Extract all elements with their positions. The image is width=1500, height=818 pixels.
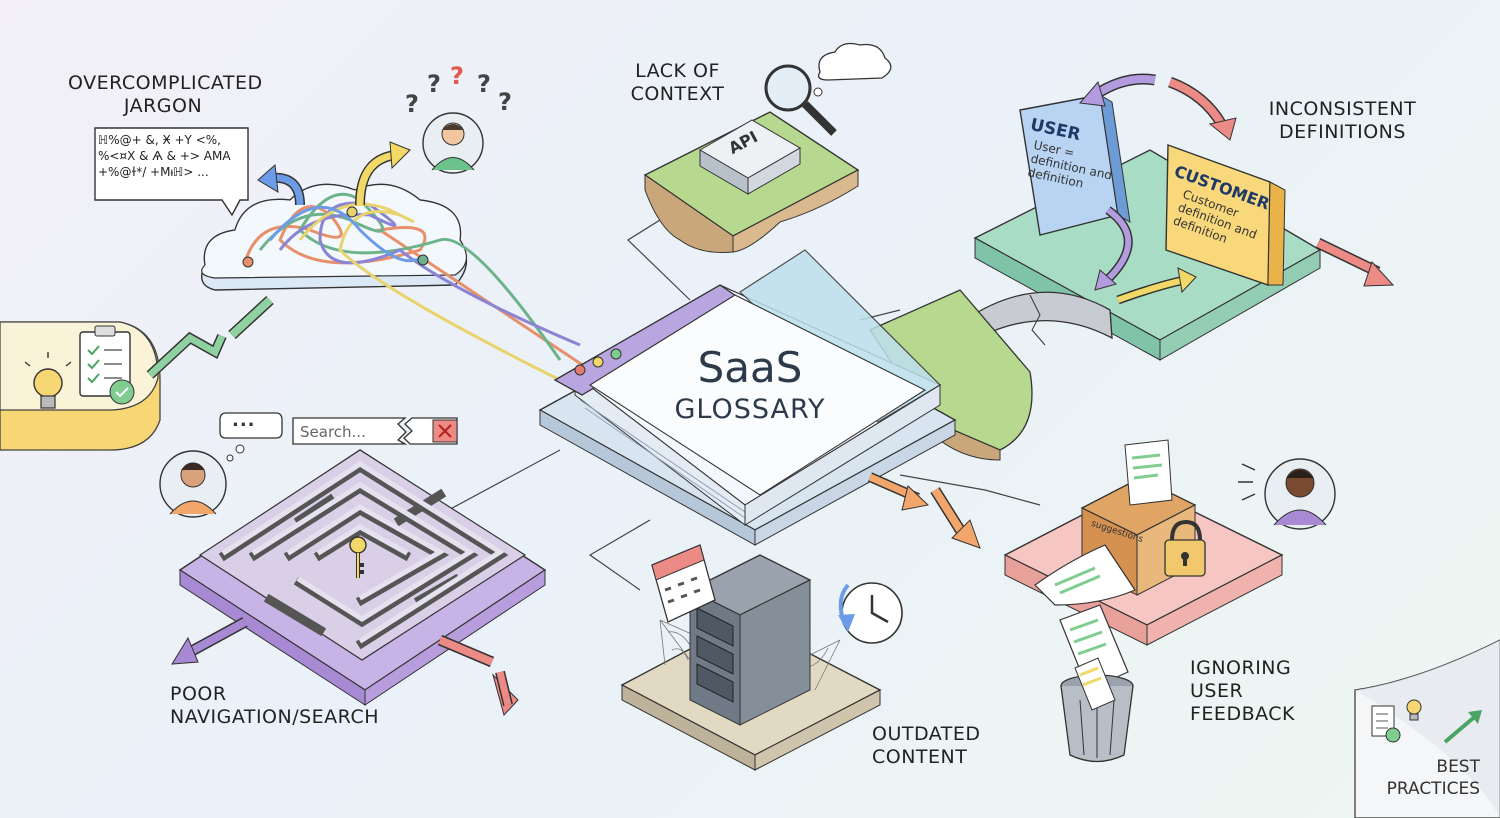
label-navigation-line: NAVIGATION/SEARCH [170,706,379,728]
svg-text:?: ? [427,70,441,98]
label-navigation: POOR NAVIGATION/SEARCH [170,683,379,729]
confused-avatar [422,112,484,174]
mini-lightbulb-icon [1406,699,1422,721]
jargon-line: ℍ%@+ &, Ӿ +Y <%, [98,133,221,147]
label-feedback-line: FEEDBACK [1190,703,1295,725]
padlock-icon [1164,519,1206,577]
jargon-speech-bubble [94,127,249,217]
jargon-line: %<¤X & Ѧ & +> AMA [98,149,231,163]
magnifier-icon [764,64,837,136]
maze-walls [218,461,509,650]
frustrated-avatar [159,450,227,518]
thought-cloud-icon [813,42,892,97]
label-feedback-line: USER [1190,680,1244,702]
calendar-icon [651,544,716,623]
cycle-arrows [1079,73,1395,305]
svg-text:?: ? [405,90,419,118]
growth-arrow-icon [1443,712,1480,744]
label-best-line: BEST [1436,757,1480,777]
label-outdated-line: CONTENT [872,746,968,768]
lightbulb-icon [24,352,72,409]
label-inconsistent-line: DEFINITIONS [1279,121,1406,143]
label-jargon-line: JARGON [123,95,203,117]
feedback-papers [1034,544,1136,691]
label-outdated: OUTDATED CONTENT [872,723,981,769]
label-inconsistent-line: INCONSISTENT [1268,98,1417,120]
key-icon [349,536,367,578]
label-navigation-line: POOR [170,683,227,705]
svg-text:?: ? [477,70,491,98]
label-best-practices: BEST PRACTICES [1372,756,1480,800]
maze-walls-top [221,461,505,644]
user-card [1019,94,1131,236]
window-dots-icon [574,348,622,376]
label-context: LACK OF CONTEXT [630,60,725,106]
speaking-avatar [1238,458,1336,530]
api-block [699,119,801,195]
label-context-line: LACK OF [635,60,720,82]
glossary-book [538,249,957,546]
server-rack-icon [688,554,812,726]
label-outdated-line: OUTDATED [872,723,981,745]
svg-text:?: ? [498,88,512,116]
checklist-icon [79,325,135,405]
label-feedback-line: IGNORING [1190,657,1292,679]
thinking-dots: ... [232,410,256,431]
clock-history-icon [838,582,903,644]
label-jargon-line: OVERCOMPLICATED [68,72,263,94]
maze-exit-arrows [171,617,519,716]
thought-bubble [219,412,283,462]
glossary-title: SaaS [697,343,803,392]
label-jargon: OVERCOMPLICATED JARGON [68,72,263,118]
jargon-text: ℍ%@+ &, Ӿ +Y <%, %<¤X & Ѧ & +> AMA +%@ɫ*… [98,132,248,180]
mini-checklist-icon [1371,705,1401,743]
trash-can-icon [1060,657,1134,763]
label-inconsistent: INCONSISTENT DEFINITIONS [1265,98,1420,144]
customer-card [1165,144,1286,286]
jargon-line: +%@ɫ*/ +Mᵼℍ> ... [98,165,209,179]
svg-text:?: ? [450,62,464,90]
question-marks-icon: ????? [405,62,512,118]
close-icon [432,419,458,443]
glossary-subtitle: GLOSSARY [674,394,826,425]
search-placeholder: Search... [300,423,366,441]
label-context-line: CONTEXT [630,83,725,105]
label-feedback: IGNORING USER FEEDBACK [1190,657,1295,726]
label-best-line: PRACTICES [1386,779,1480,799]
